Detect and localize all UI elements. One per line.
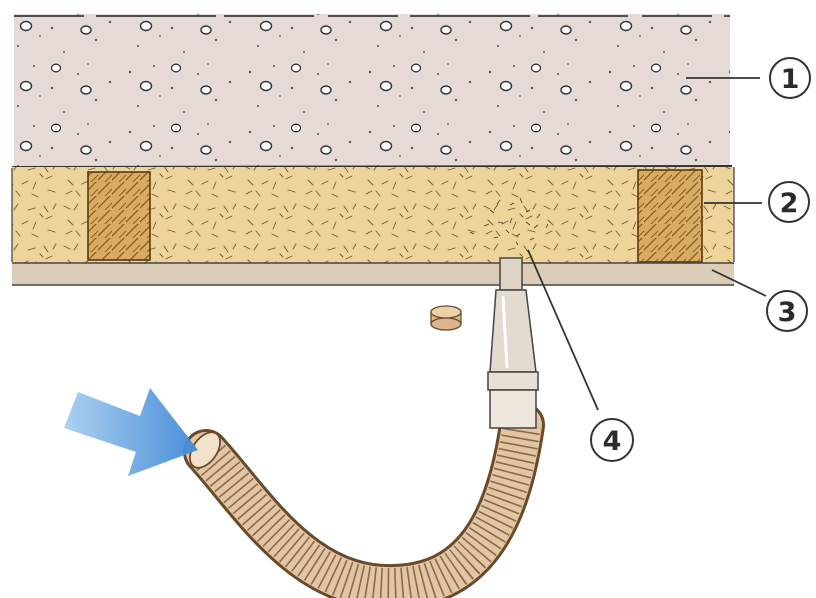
callout-1: 1 (770, 58, 810, 98)
callout-3: 3 (767, 291, 807, 331)
wooden-joist-right (638, 170, 702, 262)
concrete-slab (12, 14, 732, 167)
callout-3-label: 3 (778, 297, 797, 328)
callout-2: 2 (769, 182, 809, 222)
airflow-arrow (64, 388, 198, 476)
callout-4: 4 (591, 419, 633, 461)
callout-1-label: 1 (781, 64, 800, 95)
ceiling-board (12, 263, 734, 285)
wooden-joist-left (88, 172, 150, 260)
callout-2-label: 2 (780, 188, 799, 219)
callout-4-label: 4 (603, 426, 622, 457)
drilled-plug (431, 306, 461, 330)
